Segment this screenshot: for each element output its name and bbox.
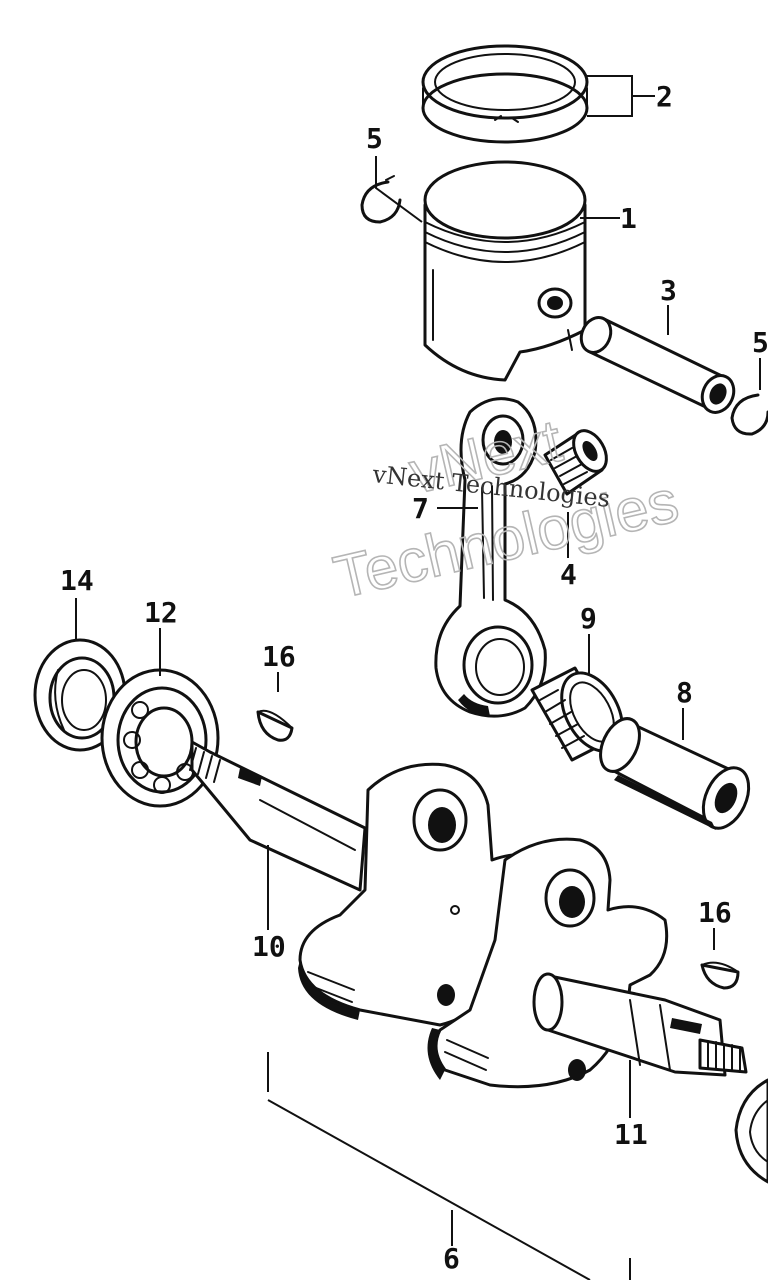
leader-lines — [75, 75, 761, 1280]
callout-11: 11 — [614, 1118, 648, 1151]
callout-14: 14 — [60, 564, 94, 597]
adjacent-part-partial — [734, 1078, 768, 1184]
callout-1: 1 — [620, 202, 637, 235]
piston-rings — [421, 44, 589, 144]
pin-clip-right — [730, 393, 768, 436]
crankshaft-right-half — [427, 837, 748, 1089]
callout-6: 6 — [443, 1242, 460, 1275]
callout-10: 10 — [252, 930, 286, 963]
callout-12: 12 — [144, 596, 178, 629]
crank-pin — [599, 717, 751, 830]
piston — [423, 160, 587, 382]
callout-4: 4 — [560, 558, 577, 591]
callout-5-right: 5 — [752, 326, 768, 359]
small-end-needle-bearing — [543, 429, 608, 496]
piston-pin — [579, 316, 736, 414]
ball-bearing — [100, 668, 220, 808]
callout-9: 9 — [580, 602, 597, 635]
callout-16-right: 16 — [698, 896, 732, 929]
woodruff-key-right — [700, 961, 740, 990]
callout-8: 8 — [676, 676, 693, 709]
pin-clip-left — [360, 175, 402, 224]
callout-2: 2 — [656, 80, 673, 113]
callout-16-left: 16 — [262, 640, 296, 673]
woodruff-key-left — [256, 709, 294, 742]
crankshaft-left-half — [189, 740, 532, 1027]
callout-3: 3 — [660, 274, 677, 307]
callout-7: 7 — [412, 492, 429, 525]
callout-5-left: 5 — [366, 122, 383, 155]
